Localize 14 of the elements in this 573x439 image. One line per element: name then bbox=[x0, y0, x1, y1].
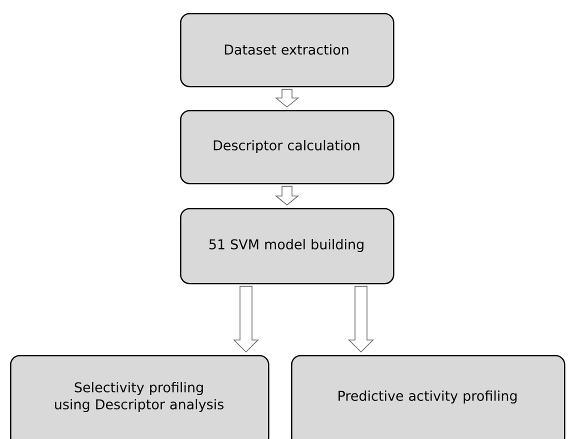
node-label: Selectivity profiling using Descriptor analysis bbox=[55, 382, 224, 412]
process-box bbox=[180, 13, 394, 88]
process-box bbox=[291, 355, 566, 439]
process-box bbox=[180, 110, 394, 184]
process-box bbox=[180, 208, 394, 284]
node-label: Dataset extraction bbox=[224, 44, 348, 55]
block-arrow bbox=[348, 286, 374, 353]
block-arrow bbox=[233, 286, 259, 353]
node-label: Predictive activity profiling bbox=[338, 390, 517, 404]
process-box bbox=[10, 355, 270, 439]
node-label: Descriptor calculation bbox=[214, 140, 360, 154]
block-arrow bbox=[274, 88, 300, 108]
block-arrow bbox=[274, 186, 300, 206]
node-label: 51 SVM model building bbox=[209, 238, 364, 252]
